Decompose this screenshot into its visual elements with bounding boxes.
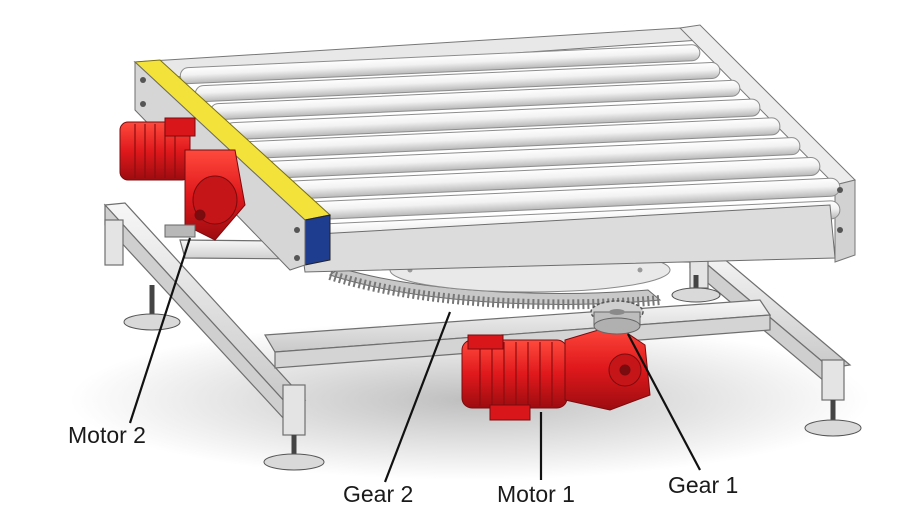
roller-conveyor: [133, 24, 856, 273]
label-motor-2: Motor 2: [68, 422, 146, 448]
label-gear-1: Gear 1: [668, 472, 739, 498]
leader-motor-2: [128, 237, 192, 424]
gear-1-pinion: [590, 300, 644, 335]
leader-gear-1: [627, 333, 701, 471]
motor-1: [461, 324, 651, 421]
label-motor-1: Motor 1: [497, 481, 575, 507]
leveling-feet: [123, 275, 862, 471]
label-gear-2: Gear 2: [343, 481, 414, 507]
leader-gear-2: [383, 311, 452, 483]
leader-lines: [128, 237, 701, 483]
motor-2: [119, 117, 246, 241]
